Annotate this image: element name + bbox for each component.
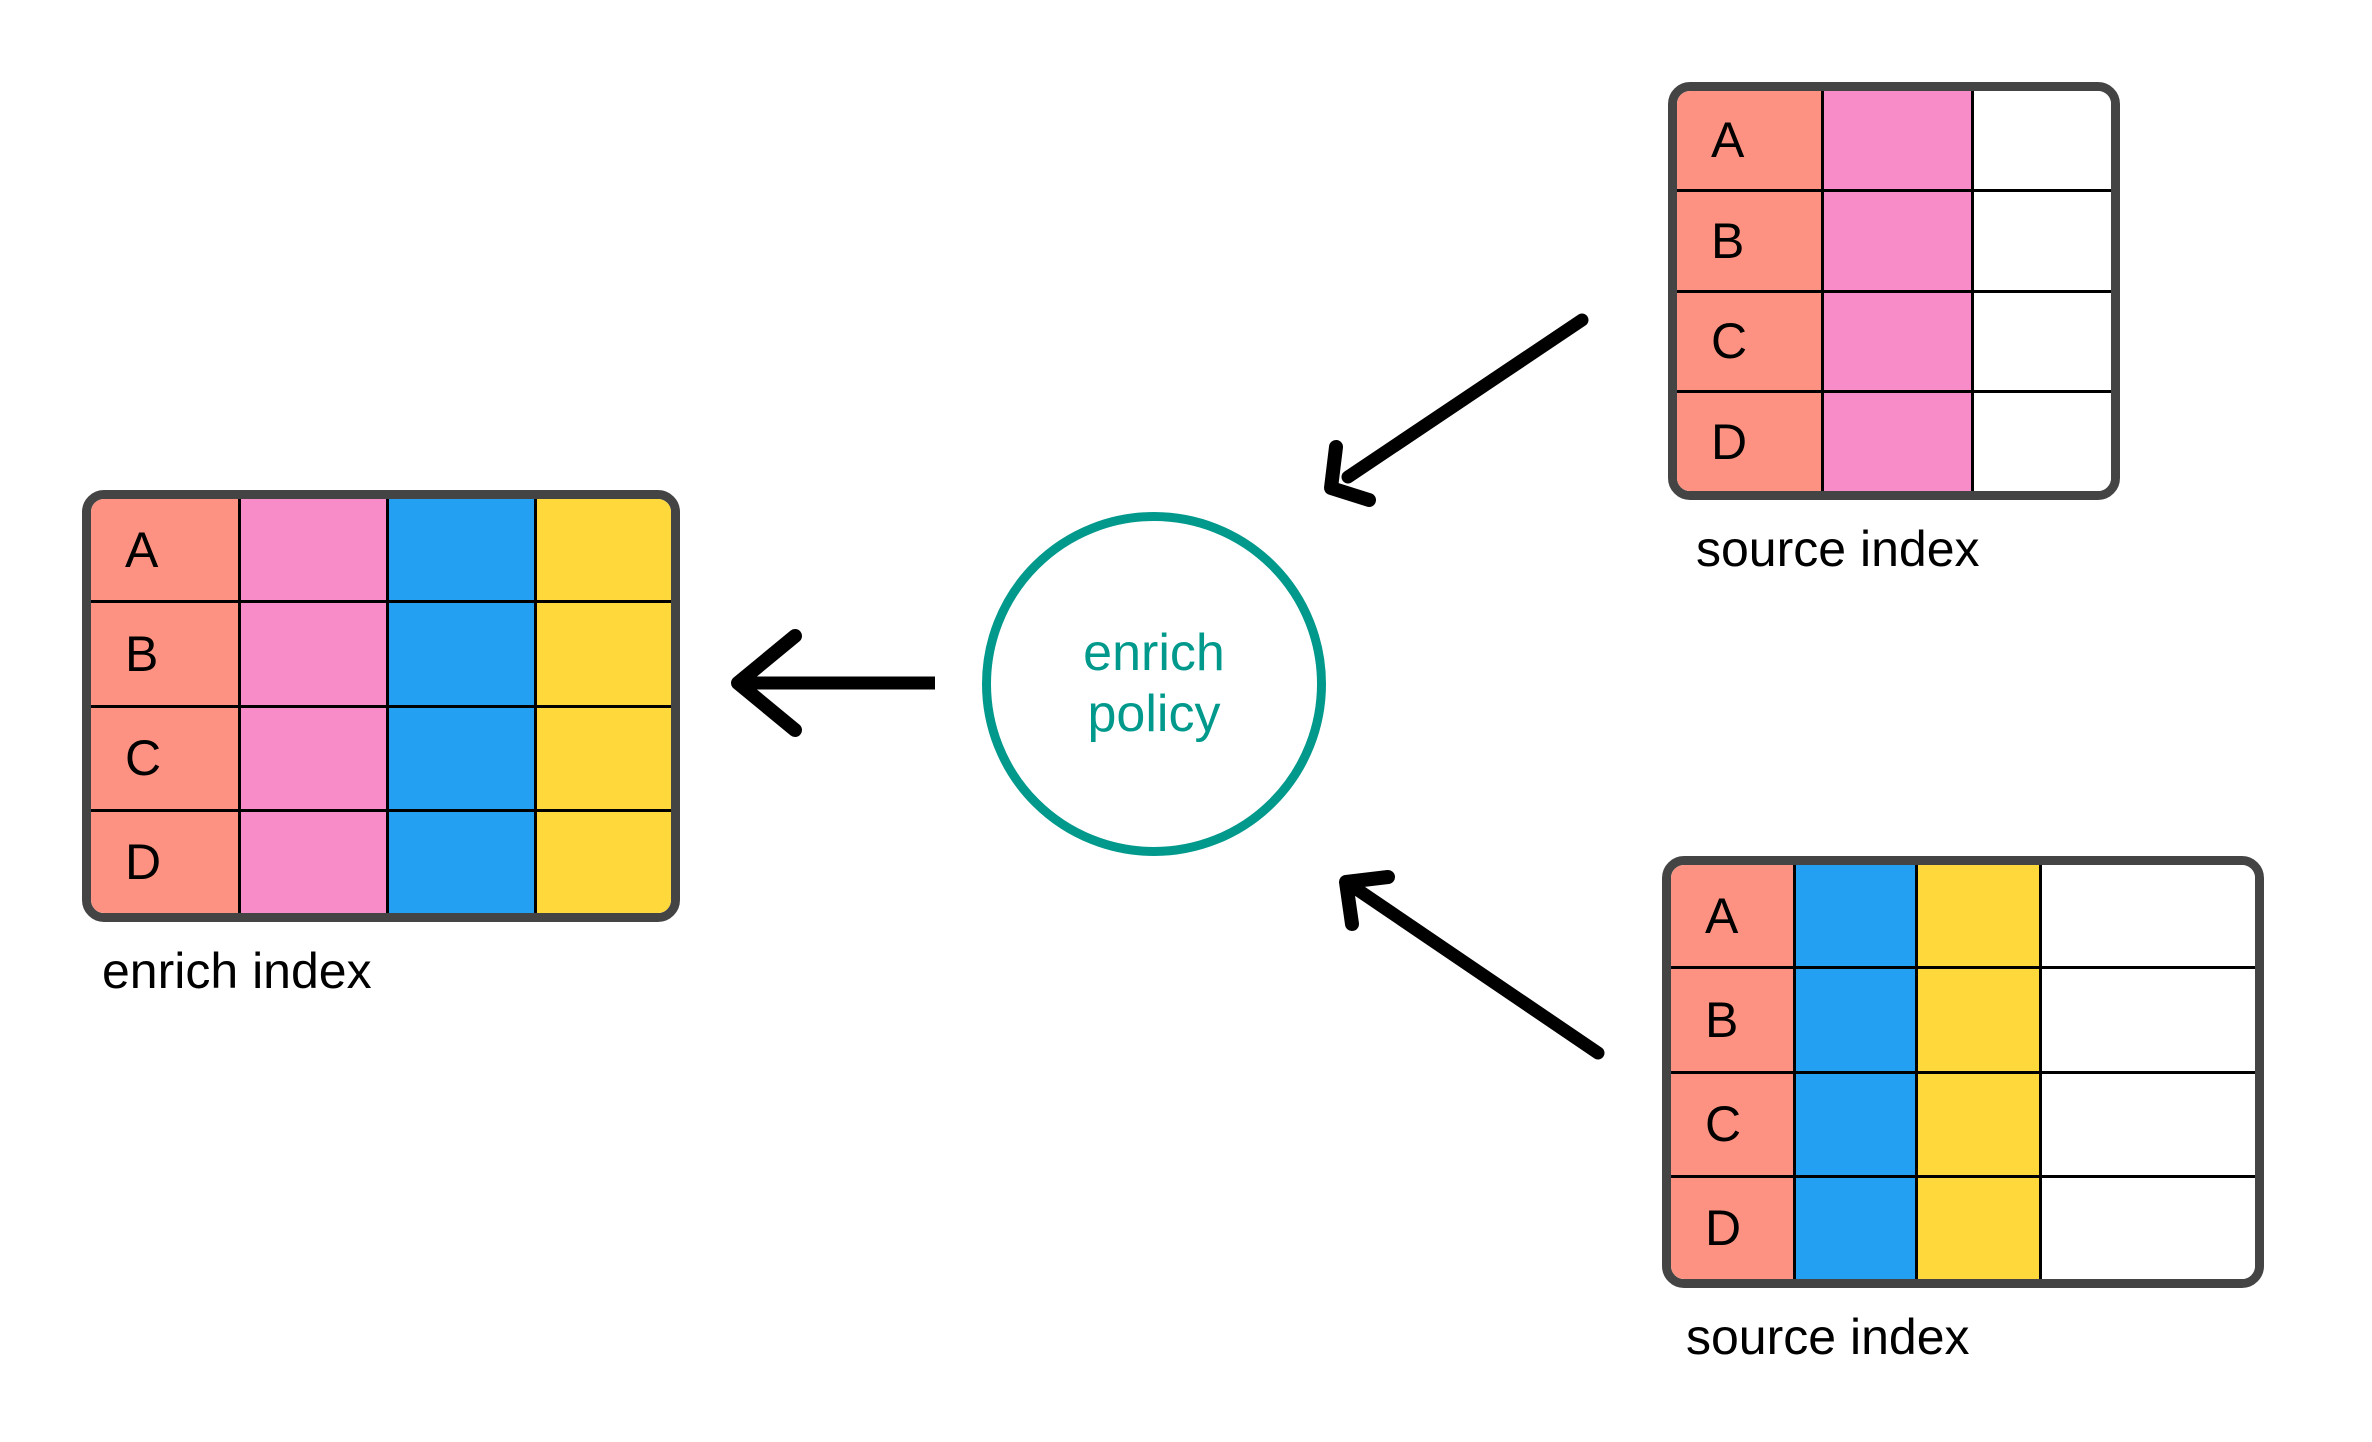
table-cell-key: A [1677,91,1824,189]
enrich-index-group: A B C [82,490,682,1010]
table-cell-pink [241,707,389,809]
table-cell-empty [1974,292,2111,391]
table-cell-blue [389,603,537,705]
source-index-top-group: A B C D [1668,82,2138,577]
enrich-index-caption: enrich index [102,943,372,999]
table-cell-yellow [1918,865,2042,967]
table-row: A [91,499,671,604]
source-index-top-table: A B C D [1668,82,2120,500]
source-index-bottom-group: A B C [1662,856,2282,1365]
table-cell-yellow [537,707,671,809]
table-cell-yellow [537,499,671,601]
enrich-index-table: A B C [82,490,680,922]
row-key-label: D [1711,414,1748,471]
table-row: A [1671,865,2255,970]
table-cell-blue [389,707,537,809]
arrow-source-top-to-policy [1324,313,1589,507]
table-cell-key: B [1677,191,1824,290]
row-key-label: A [125,521,159,578]
table-cell-pink [1824,191,1974,290]
table-cell-empty [1974,191,2111,290]
arrow-policy-to-enrich-index [731,629,935,737]
source-index-bottom-caption: source index [1686,1309,1970,1365]
row-key-label: B [1711,212,1745,269]
row-key-label: C [125,730,162,787]
table-cell-empty [1974,393,2111,491]
table-cell-pink [1824,393,1974,491]
table-cell-key: D [1671,1177,1796,1279]
table-row: D [91,811,671,913]
table-cell-yellow [1918,969,2042,1071]
table-cell-key: B [91,603,241,705]
table-cell-pink [241,499,389,601]
table-cell-key: A [91,499,241,601]
table-row: B [1671,969,2255,1074]
table-cell-empty [2042,969,2255,1071]
table-cell-yellow [1918,1073,2042,1175]
enrich-policy-node[interactable]: enrich policy [982,512,1326,856]
table-cell-blue [1796,1177,1918,1279]
row-key-label: C [1705,1096,1742,1153]
table-cell-blue [389,811,537,913]
table-cell-key: C [1671,1073,1796,1175]
source-index-bottom-table: A B C [1662,856,2264,1288]
table-row: C [91,707,671,812]
table-cell-empty [2042,1073,2255,1175]
table-cell-key: A [1671,865,1796,967]
table-cell-yellow [1918,1177,2042,1279]
enrich-policy-label-line1: enrich [1083,623,1225,682]
arrow-source-bottom-to-policy [1339,870,1605,1060]
table-cell-pink [241,811,389,913]
table-row: C [1677,292,2111,394]
row-key-label: A [1705,887,1739,944]
table-cell-key: D [1677,393,1824,491]
table-cell-yellow [537,811,671,913]
table-cell-pink [241,603,389,705]
row-key-label: A [1711,111,1745,168]
table-cell-blue [1796,969,1918,1071]
table-row: B [91,603,671,708]
table-cell-pink [1824,292,1974,391]
table-cell-blue [389,499,537,601]
table-cell-empty [2042,865,2255,967]
table-row: B [1677,191,2111,293]
table-cell-blue [1796,1073,1918,1175]
table-cell-key: B [1671,969,1796,1071]
table-cell-blue [1796,865,1918,967]
table-row: A [1677,91,2111,192]
source-index-top-caption: source index [1696,521,1980,577]
table-row: D [1677,393,2111,491]
table-cell-pink [1824,91,1974,189]
enrich-policy-label-line2: policy [1087,685,1221,743]
table-row: C [1671,1073,2255,1178]
table-cell-key: C [1677,292,1824,391]
row-key-label: C [1711,313,1748,370]
row-key-label: B [1705,991,1739,1048]
row-key-label: B [125,625,159,682]
table-cell-empty [2042,1177,2255,1279]
table-cell-yellow [537,603,671,705]
row-key-label: D [125,834,162,891]
table-cell-key: D [91,811,241,913]
table-cell-key: C [91,707,241,809]
table-row: D [1671,1177,2255,1279]
table-cell-empty [1974,91,2111,189]
row-key-label: D [1705,1200,1742,1257]
